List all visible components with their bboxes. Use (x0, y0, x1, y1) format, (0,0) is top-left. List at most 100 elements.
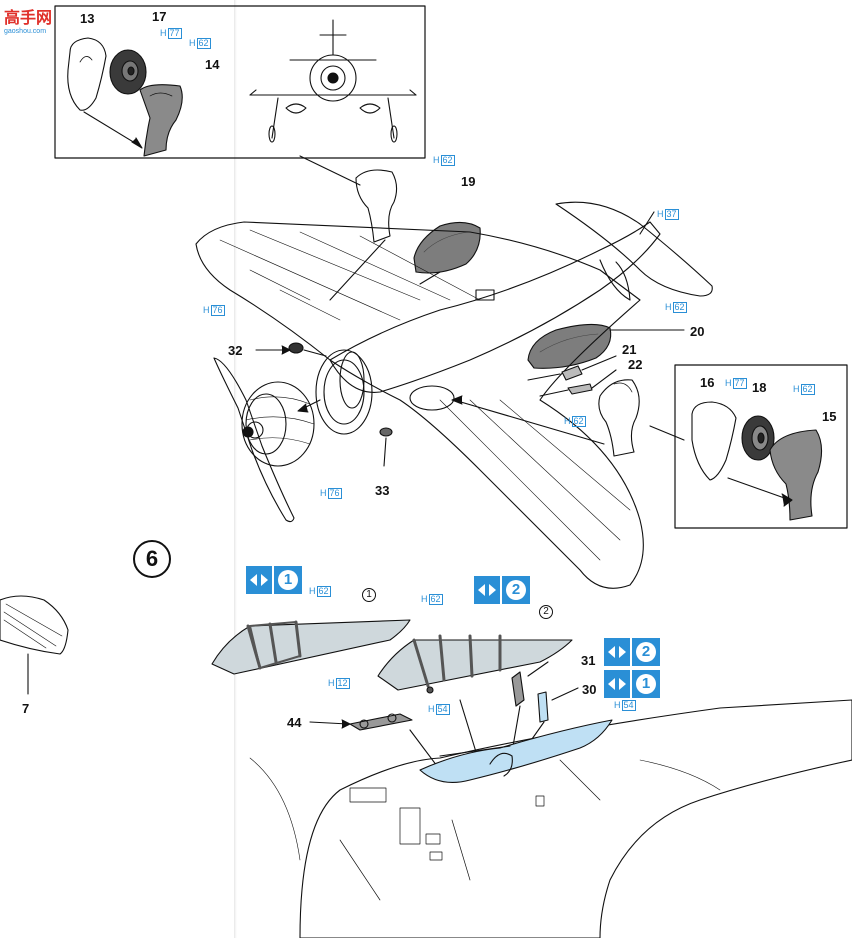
propeller (213, 357, 295, 523)
part-30 (537, 691, 549, 723)
part-number-30: 30 (582, 682, 597, 697)
color-ref-code: 76 (327, 488, 342, 499)
detail-box-main-gear-right (674, 364, 848, 529)
part-number-17: 17 (152, 9, 167, 24)
color-ref-code: 77 (167, 28, 182, 39)
cowl-panel-19 (413, 221, 481, 274)
color-ref-code: 62 (196, 38, 211, 49)
variant-digit-icon: 2 (632, 638, 660, 666)
variant-marker-2: 2 (539, 605, 553, 619)
part-number-21: 21 (622, 342, 637, 357)
canopy-variant-1 (211, 619, 411, 675)
color-ref-prefix: H (421, 594, 428, 604)
color-ref-code: 12 (335, 678, 350, 689)
part-number-19: 19 (461, 174, 476, 189)
variant-digit-icon: 1 (632, 670, 660, 698)
option-digit: 2 (506, 580, 526, 600)
color-ref-code: 77 (732, 378, 747, 389)
variant-marker-1: 1 (362, 588, 376, 602)
color-ref-code: 62 (672, 302, 687, 313)
main-wing (195, 221, 644, 589)
washer-32 (288, 342, 304, 354)
part-number-32: 32 (228, 343, 243, 358)
color-ref-code: 37 (664, 209, 679, 220)
option-digit: 1 (636, 674, 656, 694)
gear-assembly-assembled (355, 169, 398, 243)
gear-fairing-15 (769, 429, 823, 521)
variant-digit-icon: 1 (274, 566, 302, 594)
cockpit-fuselage (299, 699, 852, 938)
color-ref-prefix: H (189, 38, 196, 48)
cowl-panel-20 (527, 323, 612, 369)
color-ref-prefix: H (614, 700, 621, 710)
cowling-ring (315, 349, 373, 435)
option-icon-1-top: 1 (246, 566, 302, 596)
step-number-badge: 6 (133, 540, 171, 578)
color-ref-code: 62 (316, 586, 331, 597)
step-21 (561, 365, 583, 381)
site-logo: 高手网 gaoshou.com (4, 4, 52, 35)
part-number-20: 20 (690, 324, 705, 339)
part-number-7: 7 (22, 701, 30, 716)
part-number-15: 15 (822, 409, 837, 424)
part-44 (349, 713, 413, 731)
logo-mark: 高手网 (4, 10, 53, 27)
gear-fairing-14 (139, 84, 183, 157)
color-ref-prefix: H (665, 302, 672, 312)
detail-box-main-gear-left (54, 5, 426, 159)
color-ref-code: 54 (435, 704, 450, 715)
option-digit: 2 (636, 642, 656, 662)
swap-arrows-icon (604, 670, 630, 698)
swap-arrows-icon (604, 638, 630, 666)
part-number-18: 18 (752, 380, 767, 395)
fuselage (329, 221, 661, 393)
color-ref-prefix: H (203, 305, 210, 315)
handle-22 (567, 383, 593, 395)
part-number-44: 44 (287, 715, 302, 730)
part-number-22: 22 (628, 357, 643, 372)
color-ref-prefix: H (725, 378, 732, 388)
canopy-left-part-7 (0, 595, 69, 655)
color-ref-code: 62 (428, 594, 443, 605)
color-ref-code: 62 (571, 416, 586, 427)
color-ref-prefix: H (793, 384, 800, 394)
gear-door-13 (67, 37, 107, 111)
color-ref-code: 54 (621, 700, 636, 711)
part-number-13: 13 (80, 11, 95, 26)
part-number-14: 14 (205, 57, 220, 72)
part-number-31: 31 (581, 653, 596, 668)
color-ref-prefix: H (328, 678, 335, 688)
color-ref-prefix: H (564, 416, 571, 426)
color-ref-prefix: H (160, 28, 167, 38)
variant-digit-icon: 2 (502, 576, 530, 604)
color-ref-prefix: H (657, 209, 664, 219)
gear-assembly-right (598, 379, 640, 457)
color-ref-prefix: H (320, 488, 327, 498)
option-digit: 1 (278, 570, 298, 590)
gear-door-16 (691, 401, 737, 481)
swap-arrows-icon (246, 566, 272, 594)
color-ref-prefix: H (309, 586, 316, 596)
color-ref-prefix: H (428, 704, 435, 714)
page-fold (234, 0, 237, 938)
color-ref-code: 62 (440, 155, 455, 166)
color-ref-prefix: H (433, 155, 440, 165)
swap-arrows-icon (474, 576, 500, 604)
part-number-33: 33 (375, 483, 390, 498)
horizontal-tail (555, 201, 713, 297)
part-number-16: 16 (700, 375, 715, 390)
